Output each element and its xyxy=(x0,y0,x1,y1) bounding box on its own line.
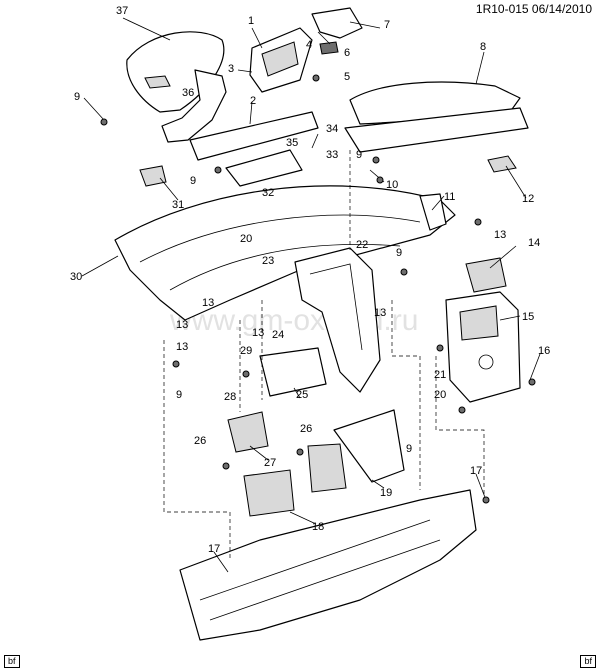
callout-13f: 13 xyxy=(176,341,188,353)
callout-28: 28 xyxy=(224,391,236,403)
callout-9d: 9 xyxy=(396,247,402,259)
callout-24: 24 xyxy=(272,329,284,341)
callout-10: 10 xyxy=(386,179,398,191)
part-15-control-bezel xyxy=(445,291,521,403)
callout-15: 15 xyxy=(522,311,534,323)
callout-21: 21 xyxy=(434,369,446,381)
leader-lines xyxy=(81,17,541,573)
part-6-clip xyxy=(319,41,339,55)
callout-2: 2 xyxy=(250,95,256,107)
callout-13e: 13 xyxy=(252,327,264,339)
callout-34: 34 xyxy=(326,123,338,135)
callout-35: 35 xyxy=(286,137,298,149)
callout-36: 36 xyxy=(182,87,194,99)
callout-17b: 17 xyxy=(208,543,220,555)
callout-16: 16 xyxy=(538,345,550,357)
callout-7: 7 xyxy=(384,19,390,31)
callout-13: 13 xyxy=(494,229,506,241)
callout-9b: 9 xyxy=(356,149,362,161)
part-31-clip xyxy=(139,165,167,187)
callout-31: 31 xyxy=(172,199,184,211)
callout-20: 20 xyxy=(240,233,252,245)
callout-32: 32 xyxy=(262,187,274,199)
callout-23: 23 xyxy=(262,255,274,267)
part-32-garnish xyxy=(225,149,303,187)
part-36-bracket xyxy=(161,69,227,143)
footer-code-left: bf xyxy=(4,655,20,668)
part-14-side-vent xyxy=(465,257,507,293)
callout-13b: 13 xyxy=(202,297,214,309)
alignment-lines xyxy=(163,150,485,560)
callout-17: 17 xyxy=(470,465,482,477)
part-22-center-frame xyxy=(294,247,381,393)
callout-29: 29 xyxy=(240,345,252,357)
part-25-cluster-bezel xyxy=(259,347,327,397)
cross-car-beam xyxy=(179,489,477,641)
diagram-reference: 1R10-015 06/14/2010 xyxy=(475,2,592,16)
part-19-bracket xyxy=(333,409,405,483)
callout-33: 33 xyxy=(326,149,338,161)
callout-14: 14 xyxy=(528,237,540,249)
part-18-ducts xyxy=(243,443,347,517)
callout-26b: 26 xyxy=(300,423,312,435)
callout-19: 19 xyxy=(380,487,392,499)
part-7-cover xyxy=(311,7,363,39)
callout-12: 12 xyxy=(522,193,534,205)
callout-3: 3 xyxy=(228,63,234,75)
callout-26: 26 xyxy=(194,435,206,447)
fasteners xyxy=(100,74,536,504)
footer-code-right: bf xyxy=(580,655,596,668)
callout-5: 5 xyxy=(344,71,350,83)
part-2-trim-strip xyxy=(189,111,319,161)
callout-11: 11 xyxy=(444,191,455,203)
callout-20b: 20 xyxy=(434,389,446,401)
callout-30: 30 xyxy=(70,271,82,283)
callout-25: 25 xyxy=(296,389,308,401)
callout-9e: 9 xyxy=(176,389,182,401)
callout-18: 18 xyxy=(312,521,324,533)
callout-13d: 13 xyxy=(176,319,188,331)
part-12-vent xyxy=(487,155,517,173)
callout-9c: 9 xyxy=(190,175,196,187)
callout-27: 27 xyxy=(264,457,276,469)
callout-37: 37 xyxy=(116,5,128,17)
callout-4: 4 xyxy=(306,39,312,51)
callout-labels: 37 1 7 3 4 6 5 8 9 36 2 34 35 33 9 10 9 … xyxy=(70,5,550,555)
part-34-strip xyxy=(344,107,529,153)
part-27-vent xyxy=(227,411,269,453)
part-11-support xyxy=(419,193,447,231)
callout-13c: 13 xyxy=(374,307,386,319)
callout-9f: 9 xyxy=(406,443,412,455)
callout-22: 22 xyxy=(356,239,368,251)
callout-8: 8 xyxy=(480,41,486,53)
callout-1: 1 xyxy=(248,15,254,27)
part-30-instrument-panel xyxy=(114,185,456,321)
callout-6: 6 xyxy=(344,47,350,59)
part-1-compartment xyxy=(249,27,313,93)
callout-9: 9 xyxy=(74,91,80,103)
